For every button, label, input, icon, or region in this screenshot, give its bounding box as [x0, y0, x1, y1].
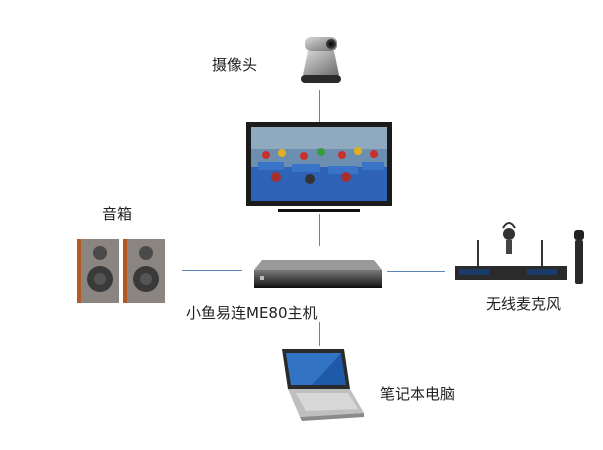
- connector-host-microphone: [387, 271, 445, 272]
- speakers-label: 音箱: [102, 205, 133, 223]
- connector-host-laptop: [319, 322, 320, 346]
- display-node: [246, 122, 392, 214]
- laptop-node: [272, 345, 366, 425]
- connector-speakers-host: [182, 270, 242, 271]
- speaker-icon: [77, 239, 165, 303]
- laptop-label: 笔记本电脑: [380, 385, 456, 403]
- camera-label: 摄像头: [212, 56, 258, 74]
- connector-camera-display: [319, 90, 320, 122]
- tv-display-icon: [246, 122, 392, 212]
- connector-display-host: [319, 214, 320, 246]
- host-label: 小鱼易连ME80主机: [186, 304, 318, 322]
- microphone-label: 无线麦克风: [486, 295, 562, 313]
- host-node: [250, 258, 384, 290]
- laptop-icon: [282, 349, 364, 421]
- microphone-node: [455, 218, 593, 288]
- speakers-node: [73, 235, 169, 305]
- wireless-microphone-icon: [455, 222, 584, 284]
- camera-node: [296, 35, 346, 87]
- host-device-icon: [254, 260, 382, 288]
- ptz-camera-icon: [301, 37, 341, 83]
